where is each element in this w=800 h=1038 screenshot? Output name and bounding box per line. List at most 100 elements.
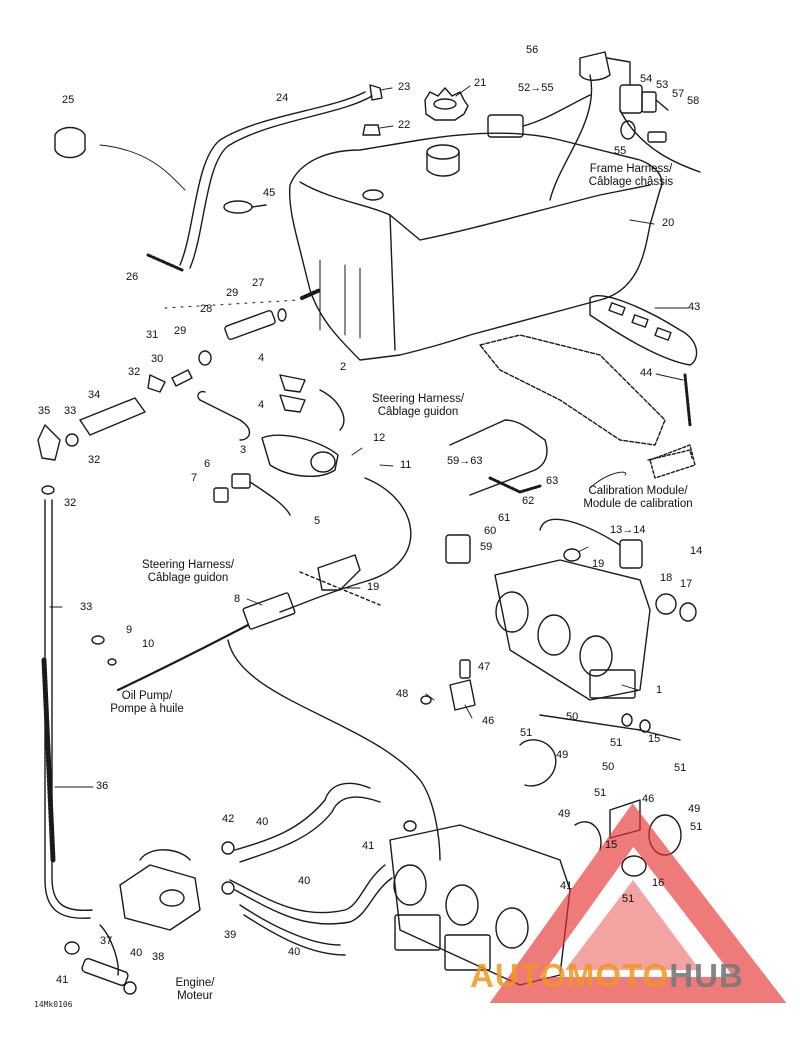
callout-7: 7 bbox=[191, 472, 198, 484]
callout-19-a: 19 bbox=[592, 558, 605, 570]
callout-27: 27 bbox=[252, 277, 265, 289]
callout-41-c: 41 bbox=[56, 974, 69, 986]
callout-42: 42 bbox=[222, 813, 235, 825]
callout-51-b: 51 bbox=[610, 737, 623, 749]
callout-49-b: 49 bbox=[688, 803, 701, 815]
callout-51-a: 51 bbox=[520, 727, 533, 739]
callout-47: 47 bbox=[478, 661, 491, 673]
callout-26: 26 bbox=[126, 271, 139, 283]
callout-51-d: 51 bbox=[594, 787, 607, 799]
callout-22: 22 bbox=[398, 119, 411, 131]
callout-34: 34 bbox=[88, 389, 101, 401]
callout-51-e: 51 bbox=[690, 821, 703, 833]
engine-label: Engine/ Moteur bbox=[160, 977, 230, 1003]
callout-40-a: 40 bbox=[256, 816, 269, 828]
callout-61: 61 bbox=[498, 512, 511, 524]
throttle-housing bbox=[261, 434, 339, 478]
callout-50-b: 50 bbox=[602, 761, 615, 773]
callout-8: 8 bbox=[234, 593, 241, 605]
callout-53: 53 bbox=[656, 79, 669, 91]
steering-harness-mid-en: Steering Harness/ bbox=[141, 559, 235, 571]
callout-41-a: 41 bbox=[362, 840, 375, 852]
engine-en: Engine/ bbox=[175, 977, 215, 989]
callout-5: 5 bbox=[314, 515, 321, 527]
callout-54: 54 bbox=[640, 73, 653, 85]
oil-pump-en: Oil Pump/ bbox=[121, 690, 173, 702]
callout-17: 17 bbox=[680, 578, 693, 590]
callout-20: 20 bbox=[662, 217, 675, 229]
callout-15-a: 15 bbox=[648, 733, 661, 745]
callout-49-c: 49 bbox=[558, 808, 571, 820]
calibration-module-label: Calibration Module/ Module de calibratio… bbox=[568, 485, 708, 511]
fuel-sender bbox=[579, 51, 611, 81]
callout-21: 21 bbox=[474, 77, 487, 89]
callout-14: 14 bbox=[690, 545, 703, 557]
callout-6: 6 bbox=[204, 458, 211, 470]
frame-harness-en: Frame Harness/ bbox=[589, 163, 673, 175]
callout-9: 9 bbox=[126, 624, 133, 636]
calibration-module-fr: Module de calibration bbox=[583, 498, 693, 510]
callout-32-a: 32 bbox=[128, 366, 141, 378]
callout-43: 43 bbox=[688, 301, 701, 313]
steering-harness-top-en: Steering Harness/ bbox=[371, 393, 465, 405]
callout-40-b: 40 bbox=[298, 875, 311, 887]
callout-46-b: 46 bbox=[642, 793, 655, 805]
fuel-pump bbox=[119, 864, 201, 931]
callout-49-a: 49 bbox=[556, 749, 569, 761]
watermark-logo: AUTOMOTOHUB bbox=[470, 957, 744, 995]
callout-44: 44 bbox=[640, 367, 653, 379]
fuel-tank bbox=[288, 132, 663, 361]
callout-30: 30 bbox=[151, 353, 164, 365]
callout-19-b: 19 bbox=[367, 581, 380, 593]
watermark-triangle bbox=[489, 803, 787, 1003]
callout-37: 37 bbox=[100, 935, 113, 947]
oil-pump-label: Oil Pump/ Pompe à huile bbox=[92, 690, 202, 716]
callout-3: 3 bbox=[240, 444, 247, 456]
callout-36: 36 bbox=[96, 780, 109, 792]
callout-40-d: 40 bbox=[130, 947, 143, 959]
callout-29-b: 29 bbox=[174, 325, 187, 337]
callout-55: 55 bbox=[614, 145, 627, 157]
steering-harness-mid-label: Steering Harness/ Câblage guidon bbox=[128, 559, 248, 585]
callout-41-b: 41 bbox=[560, 880, 573, 892]
watermark-part2: HUB bbox=[669, 957, 744, 994]
callout-63: 63 bbox=[546, 475, 559, 487]
calibration-module-en: Calibration Module/ bbox=[588, 485, 688, 497]
callout-28: 28 bbox=[200, 303, 213, 315]
callout-29-a: 29 bbox=[226, 287, 239, 299]
callout-51-c: 51 bbox=[674, 762, 687, 774]
callout-45: 45 bbox=[263, 187, 276, 199]
callout-40-c: 40 bbox=[288, 946, 301, 958]
throttle-cable bbox=[279, 477, 412, 613]
callout-11: 11 bbox=[400, 459, 412, 471]
callout-25: 25 bbox=[62, 94, 75, 106]
callout-59: 59 bbox=[480, 541, 493, 553]
tank-strap bbox=[589, 295, 698, 366]
frame-harness-label: Frame Harness/ Câblage châssis bbox=[576, 163, 686, 189]
callout-16: 16 bbox=[652, 877, 665, 889]
callout-52-55: 52→55 bbox=[518, 82, 554, 94]
steering-harness-top-fr: Câblage guidon bbox=[377, 406, 459, 418]
callout-15-b: 15 bbox=[605, 839, 618, 851]
callout-13-14: 13→14 bbox=[610, 524, 646, 536]
callout-50-a: 50 bbox=[566, 711, 579, 723]
callout-38: 38 bbox=[152, 951, 165, 963]
callout-58: 58 bbox=[687, 95, 700, 107]
engine-fr: Moteur bbox=[177, 990, 213, 1002]
callout-59-63: 59→63 bbox=[447, 455, 483, 467]
callout-32-c: 32 bbox=[64, 497, 77, 509]
fuel-hose bbox=[44, 499, 91, 919]
callout-4-a: 4 bbox=[258, 352, 265, 364]
callout-60: 60 bbox=[484, 525, 497, 537]
callout-32-b: 32 bbox=[88, 454, 101, 466]
oil-pump-fr: Pompe à huile bbox=[110, 703, 184, 715]
callout-62: 62 bbox=[522, 495, 535, 507]
callout-51-f: 51 bbox=[622, 893, 635, 905]
callout-35: 35 bbox=[38, 405, 51, 417]
drawing-code: 14Mk0106 bbox=[34, 1000, 73, 1009]
callout-33-a: 33 bbox=[64, 405, 77, 417]
watermark-part1: AUTOMOTO bbox=[470, 957, 670, 994]
fuel-filter bbox=[79, 397, 146, 436]
frame-harness-fr: Câblage châssis bbox=[588, 176, 674, 188]
steering-harness-top-label: Steering Harness/ Câblage guidon bbox=[358, 393, 478, 419]
